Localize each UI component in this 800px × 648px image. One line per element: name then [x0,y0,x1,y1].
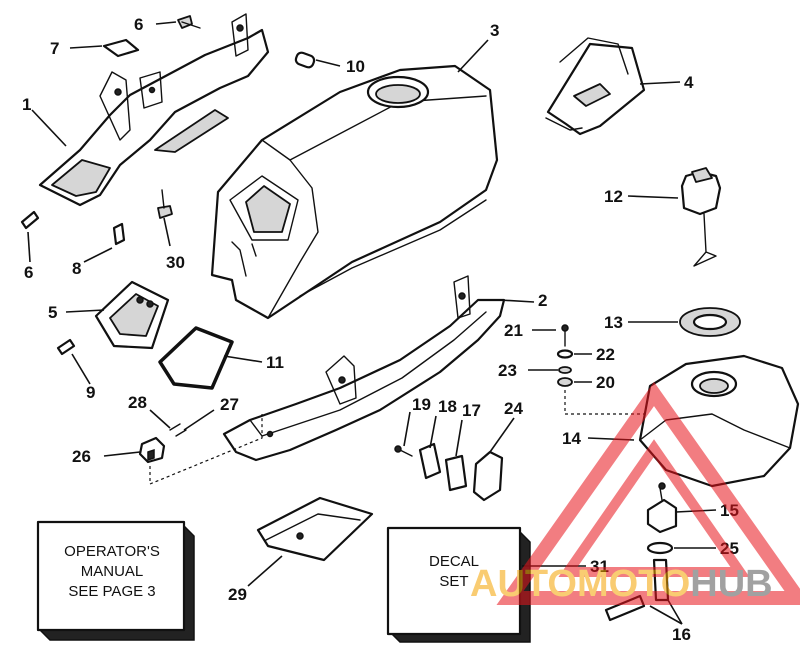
manual-line-2: MANUAL [81,563,144,580]
support-bracket-lower [222,275,506,462]
callout-11: 11 [266,353,284,372]
watermark-moto: MOTO [577,563,690,605]
screw-21 [561,324,569,347]
callout-10: 10 [346,57,365,76]
engine-cover [210,64,499,320]
nut-20 [557,377,573,387]
seal-frame [158,326,234,390]
clip-18 [418,442,442,480]
decal-line-2: SET [439,573,468,590]
callout-6-top: 6 [134,15,143,34]
pad-24 [472,450,504,502]
callout-30: 30 [166,253,185,272]
grommet-frame [94,280,170,350]
callout-13: 13 [604,313,623,332]
manual-line-1: OPERATOR'S [64,543,160,560]
callout-21: 21 [504,321,523,340]
pin-27-28 [169,423,187,437]
callout-8: 8 [72,259,81,278]
bolt-8 [112,222,126,246]
callout-3: 3 [490,21,499,40]
watermark-logo: AUTOMOTOHUB [470,381,800,605]
pin [294,51,316,69]
decal-line-1: DECAL [429,553,479,570]
callout-numbers: 1 2 3 4 5 6 6 7 8 9 10 11 12 13 14 15 16… [22,15,739,644]
callout-1: 1 [22,95,31,114]
support-bracket-upper [38,13,270,207]
callout-17: 17 [462,401,481,420]
washer-22 [556,349,574,359]
watermark-auto: AUTO [470,563,577,605]
clamp-17 [444,454,468,492]
callout-23: 23 [498,361,517,380]
callout-6-left: 6 [24,263,33,282]
watermark-triangle-inner [558,439,750,577]
manual-line-3: SEE PAGE 3 [68,583,155,600]
callout-9: 9 [86,383,95,402]
screw-left [20,210,40,230]
watermark-text-auto: AUTOMOTOHUB [470,563,773,605]
washer-23 [558,366,572,374]
manual-envelope [256,496,374,562]
screw-19 [394,445,413,457]
callout-26: 26 [72,447,91,466]
callout-24: 24 [504,399,523,418]
operators-manual-box: OPERATOR'S MANUAL SEE PAGE 3 [36,520,195,641]
mount-clip [545,37,646,136]
fuel-cap [680,167,722,267]
fitting-26 [138,436,166,464]
callout-20: 20 [596,373,615,392]
watermark-triangle-outer [496,381,800,605]
callout-28: 28 [128,393,147,412]
callout-22: 22 [596,345,615,364]
callout-14: 14 [562,429,581,448]
watermark-hub: HUB [690,563,772,605]
fuel-valve [646,482,678,534]
callout-19: 19 [412,395,431,414]
screw-top [177,15,201,29]
callout-12: 12 [604,187,623,206]
bolt-30 [157,189,173,219]
hose-clamp [646,541,674,555]
plate-clip [102,38,140,58]
callout-4: 4 [684,73,694,92]
callout-18: 18 [438,397,457,416]
screw-9 [56,338,76,356]
callout-5: 5 [48,303,57,322]
decal-set-box: DECAL SET [386,526,531,643]
callout-7: 7 [50,39,59,58]
callout-16: 16 [672,625,691,644]
gasket-ring [679,307,741,337]
callout-29: 29 [228,585,247,604]
callout-27: 27 [220,395,239,414]
callout-2: 2 [538,291,547,310]
